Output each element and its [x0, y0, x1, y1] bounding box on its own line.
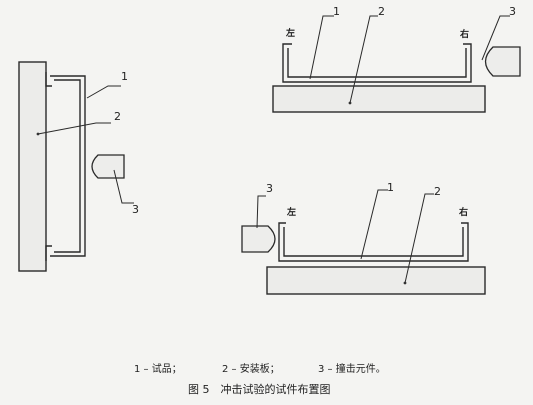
tr-leader-1	[309, 15, 334, 80]
br-label-left: 左	[286, 206, 296, 218]
tr-label-2: 2	[378, 5, 385, 18]
legend-item-1: 1 – 试品；	[134, 362, 182, 375]
left-bottom-flange	[45, 245, 52, 261]
br-label-2: 2	[434, 185, 441, 198]
tr-label-left: 左	[285, 27, 295, 39]
legend-item-3: 3 – 撞击元件。	[318, 362, 386, 375]
br-leader-2	[404, 193, 434, 284]
left-view: 1 2 3	[18, 61, 139, 272]
left-specimen-outer	[50, 75, 86, 257]
tr-mounting-plate	[272, 85, 486, 113]
left-leader-1	[86, 85, 121, 99]
left-striker	[91, 154, 125, 179]
br-striker	[241, 225, 276, 253]
figure-caption: 图 5 冲击试验的试件布置图	[188, 382, 331, 396]
tr-leader-2-dot	[348, 101, 352, 105]
br-label-3: 3	[266, 182, 273, 195]
left-leader-2-dot	[36, 132, 40, 136]
left-leader-2	[37, 122, 111, 135]
left-specimen-inner	[54, 79, 81, 253]
tr-specimen-inner	[287, 48, 467, 78]
left-mounting-plate	[18, 61, 47, 272]
tr-striker	[484, 46, 521, 77]
left-label-1: 1	[121, 70, 128, 83]
br-leader-3	[256, 195, 266, 229]
br-specimen-inner	[283, 227, 464, 257]
bottom-right-view: 1 2 3 左 右	[241, 181, 486, 295]
left-label-2: 2	[114, 110, 121, 123]
top-right-view: 1 2 3 左 右	[272, 5, 521, 113]
tr-label-3: 3	[509, 5, 516, 18]
tr-leader-3	[481, 15, 510, 61]
left-top-flange	[45, 72, 52, 87]
br-leader-1	[360, 189, 388, 260]
tr-label-right: 右	[459, 28, 469, 40]
br-mounting-plate	[266, 266, 486, 295]
br-label-right: 右	[458, 206, 468, 218]
br-specimen-outer	[278, 222, 469, 262]
left-leader-3	[113, 169, 134, 204]
left-label-3: 3	[132, 203, 139, 216]
legend-item-2: 2 – 安装板；	[222, 362, 280, 375]
br-label-1: 1	[387, 181, 394, 194]
tr-leader-2	[349, 15, 378, 104]
tr-label-1: 1	[333, 5, 340, 18]
tr-specimen-outer	[282, 43, 472, 83]
br-leader-2-dot	[403, 281, 407, 285]
